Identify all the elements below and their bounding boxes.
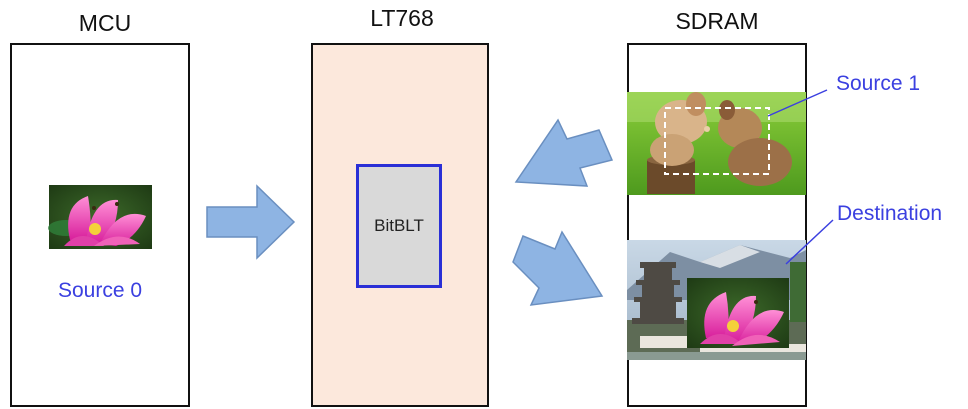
mcu-panel xyxy=(10,43,190,407)
lt768-title: LT768 xyxy=(370,5,434,31)
destination-callout: Destination xyxy=(837,202,943,225)
source0-label: Source 0 xyxy=(57,279,143,302)
bitblt-label: BitBLT xyxy=(374,216,424,235)
source1-callout: Source 1 xyxy=(836,72,921,95)
mcu-title: MCU xyxy=(78,10,132,36)
puppies-image xyxy=(627,92,806,195)
arrow-lt768-to-destination xyxy=(512,230,604,306)
flower-image xyxy=(48,185,152,249)
arrow-mcu-to-lt768 xyxy=(206,184,296,260)
sdram-title: SDRAM xyxy=(675,8,759,34)
arrow-source1-to-lt768 xyxy=(514,118,614,187)
temple-image xyxy=(627,240,806,360)
source1-callout-line xyxy=(767,89,828,117)
destination-callout-line xyxy=(785,219,834,265)
bitblt-block: BitBLT xyxy=(356,164,442,288)
